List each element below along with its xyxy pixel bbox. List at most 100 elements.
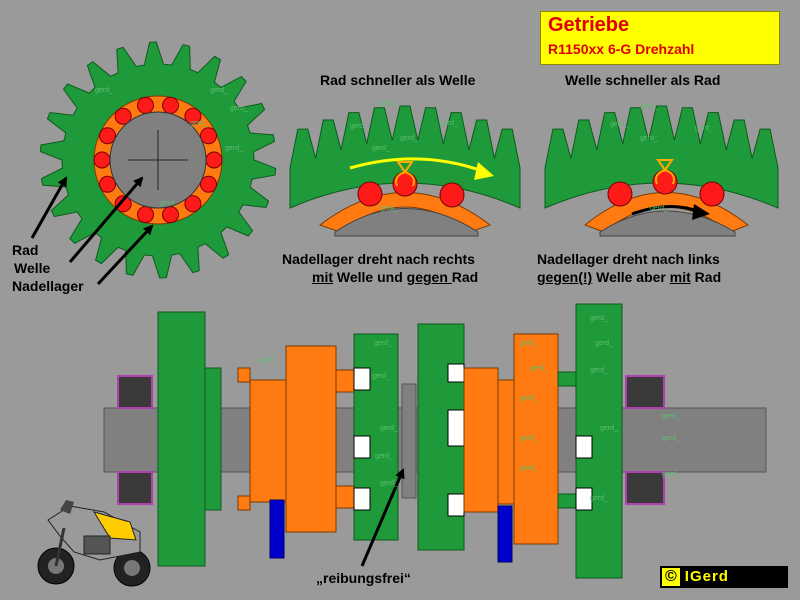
right-caption-gegen: gegen(!) [537, 269, 593, 285]
middle-spin-indicator [395, 170, 415, 187]
watermark-text: gerd_ [662, 413, 680, 420]
watermark-text: gerd_ [380, 205, 398, 212]
middle-heading: Rad schneller als Welle [320, 72, 476, 88]
left-gear-needle-rollers [93, 96, 223, 224]
needle-roller [114, 107, 132, 125]
needle-roller [200, 127, 217, 145]
thrust-washer [401, 383, 417, 499]
middle-caption-line1: Nadellager dreht nach rechts [282, 251, 475, 267]
middle-contact-marker [396, 161, 414, 174]
needle-roller [137, 96, 154, 114]
watermark-text: gerd_ [350, 123, 368, 130]
watermark-text: gerd_ [662, 471, 680, 478]
needle-roller [205, 151, 223, 169]
middle-roller [439, 182, 465, 208]
left-bearing-bottom [117, 471, 153, 505]
moto-rear-hub [124, 560, 140, 576]
watermark-text: gerd_ [662, 435, 680, 442]
dog-slot [353, 367, 371, 391]
needle-roller [184, 195, 202, 213]
watermark-text: gerd_ [372, 145, 390, 152]
watermark-text: gerd_ [640, 135, 658, 142]
watermark-text: gerd_ [590, 495, 608, 502]
middle-caption-text: Welle und [333, 269, 407, 285]
gear-1 [157, 311, 206, 567]
moto-tank [92, 511, 137, 541]
middle-caption-gegen: gegen [406, 269, 452, 285]
watermark-text: gerd_ [374, 340, 392, 347]
author-name: IGerd [679, 568, 786, 586]
middle-rotation-arrowhead [474, 162, 494, 180]
watermark-text: gerd_ [520, 435, 538, 442]
watermark-text: gerd_ [190, 120, 208, 127]
arrow-nadellager [96, 224, 154, 286]
needle-roller [162, 96, 179, 114]
motorcycle-illustration [37, 500, 151, 587]
right-shaft-arc [599, 210, 736, 237]
right-heading: Welle schneller als Rad [565, 72, 721, 88]
gear-a [285, 345, 337, 533]
needle-roller [184, 107, 202, 125]
watermark-text: gerd_ [640, 103, 658, 110]
gear-e-tooth [557, 493, 577, 509]
right-bearing-top [625, 375, 665, 409]
reibungsfrei-label: „reibungsfrei“ [316, 570, 411, 586]
left-bearing-top [117, 375, 153, 409]
watermark-text: gerd_ [95, 87, 113, 94]
right-contact-marker [656, 159, 674, 172]
gear-d [513, 333, 559, 545]
author-logo: © IGerd [660, 566, 788, 588]
dog-slot [447, 363, 465, 383]
label-nadellager: Nadellager [12, 278, 84, 294]
gear-a-hub [249, 379, 287, 503]
right-rotation-arrowhead [692, 204, 710, 220]
middle-gear-segment [289, 105, 521, 237]
right-gear-segment [544, 105, 779, 237]
watermark-text: gerd_ [650, 205, 668, 212]
watermark-text: gerd_ [600, 425, 618, 432]
right-gear-teeth [544, 105, 779, 209]
shaft-assembly [103, 303, 767, 579]
watermark-text: gerd_ [372, 373, 390, 380]
right-bearing-bottom [625, 471, 665, 505]
right-caption-rad: Rad [690, 269, 722, 285]
watermark-text: gerd_ [400, 135, 418, 142]
watermark-text: gerd_ [260, 357, 278, 364]
watermark-text: gerd_ [610, 121, 628, 128]
right-caption-text: Welle aber [592, 269, 670, 285]
watermark-text: gerd_ [375, 453, 393, 460]
dog-slot [353, 487, 371, 511]
copyright-symbol: © [665, 568, 677, 585]
moto-engine [83, 535, 111, 555]
dog-slot [353, 435, 371, 459]
watermark-text: gerd_ [520, 465, 538, 472]
label-rad: Rad [12, 242, 39, 258]
needle-roller [162, 206, 179, 224]
middle-shaft-arc [334, 208, 479, 237]
spacer-right [497, 505, 513, 563]
watermark-text: gerd_ [590, 315, 608, 322]
title-box: Getriebe R1150xx 6-G Drehzahl [540, 11, 780, 65]
gear-d-hub [463, 367, 499, 513]
right-caption-line1: Nadellager dreht nach links [537, 251, 720, 267]
moto-windshield [60, 500, 74, 514]
middle-caption-mit: mit [312, 269, 333, 285]
watermark-text: gerd_ [530, 365, 548, 372]
gear-a-dog [237, 495, 251, 511]
watermark-text: gerd_ [695, 125, 713, 132]
gear-d-collar [497, 379, 515, 505]
needle-roller [93, 151, 111, 169]
moto-fork [54, 527, 66, 567]
needle-roller [114, 195, 132, 213]
reibungsfrei-arrow [360, 468, 405, 567]
middle-caption-rad: Rad [451, 269, 479, 285]
watermark-text: gerd_ [380, 480, 398, 487]
gear-e-tooth [557, 371, 577, 387]
right-caption-line2: gegen(!) Welle aber mit Rad [537, 269, 721, 286]
watermark-text: gerd_ [230, 105, 248, 112]
watermark-text: gerd_ [380, 100, 398, 107]
watermark-text: gerd_ [380, 425, 398, 432]
watermark-text: gerd_ [440, 120, 458, 127]
gear-a-tooth [335, 485, 355, 509]
